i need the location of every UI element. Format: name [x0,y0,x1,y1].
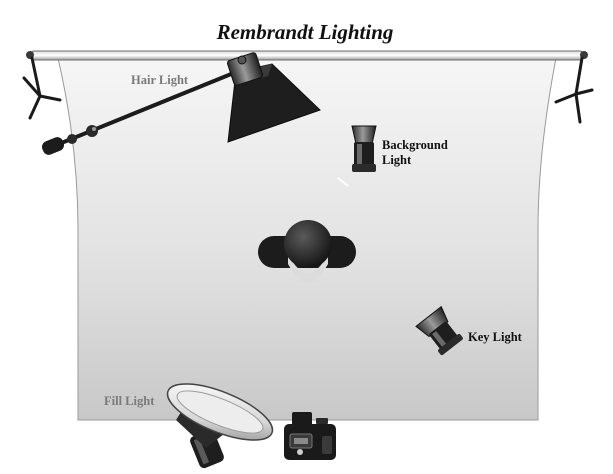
subject-icon [258,220,356,282]
key-light-icon [415,305,463,356]
backdrop-stand-icon [554,56,594,124]
backdrop-light-spot [337,177,349,187]
softbox-icon [226,52,321,143]
background-light-icon [351,125,377,172]
backdrop-crossbar [26,50,588,61]
camera-icon [284,412,336,460]
background-light-label: Background [382,138,448,152]
diagram-title: Rembrandt Lighting [216,20,394,44]
hair-light-label: Hair Light [131,73,189,87]
boom-arm-icon [41,66,248,155]
fill-light-label: Fill Light [104,394,155,408]
beauty-dish-icon [166,383,274,469]
key-light-label: Key Light [468,330,523,344]
backdrop-stand-icon [22,56,62,120]
background-light-label-line2: Light [382,153,412,167]
